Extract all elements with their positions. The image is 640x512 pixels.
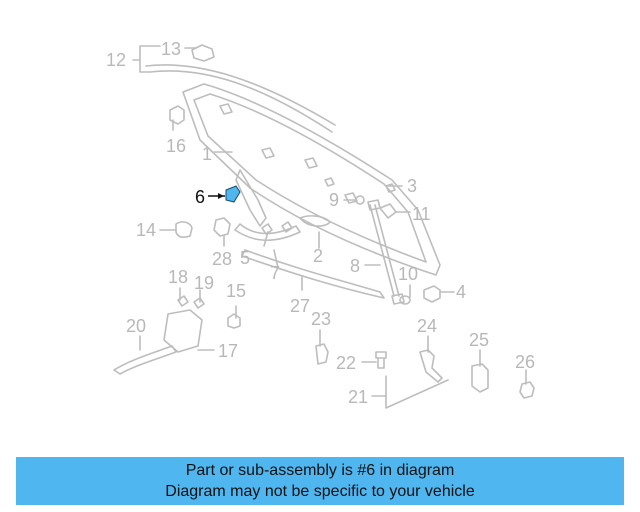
latch-assembly	[113, 295, 205, 375]
hinge-assembly	[234, 169, 301, 242]
callout-labels: 1 2 3 4 5 6 7 8 9 10 11 12 13 14 15 16 1…	[106, 39, 535, 407]
bracket-part	[379, 203, 397, 219]
callout-27: 27	[290, 296, 310, 316]
callout-4: 4	[456, 282, 466, 302]
callout-26: 26	[515, 352, 535, 372]
callout-16: 16	[166, 136, 186, 156]
callout-19: 19	[194, 273, 214, 293]
callout-bracket	[132, 45, 161, 73]
callout-18: 18	[168, 267, 188, 287]
callout-10: 10	[398, 264, 418, 284]
rod-part	[385, 375, 449, 409]
part-6-highlight	[208, 185, 241, 203]
grommet-part	[227, 313, 241, 329]
callout-24: 24	[417, 316, 437, 336]
lever-part	[419, 349, 443, 383]
callout-21: 21	[348, 387, 368, 407]
callout-25: 25	[469, 330, 489, 350]
pin-part	[375, 351, 387, 369]
nut-part	[399, 295, 411, 305]
callout-13: 13	[161, 39, 181, 59]
callout-2: 2	[313, 246, 323, 266]
callout-17: 17	[218, 341, 238, 361]
bracket-25-part	[471, 363, 489, 393]
bumper-part	[423, 285, 441, 303]
callout-20: 20	[126, 316, 146, 336]
callout-5: 5	[240, 248, 250, 268]
gas-strut	[367, 199, 405, 305]
weatherstrip	[145, 64, 336, 133]
leader-lines	[139, 119, 527, 397]
callout-7: 7	[270, 263, 280, 283]
callout-14: 14	[136, 220, 156, 240]
callout-6: 6	[195, 187, 205, 207]
banner-part-line: Part or sub-assembly is #6 in diagram	[185, 462, 455, 479]
callout-9: 9	[329, 190, 339, 210]
callout-3: 3	[407, 176, 417, 196]
callout-22: 22	[336, 353, 356, 373]
info-banner: Part or sub-assembly is #6 in diagram Di…	[16, 457, 624, 505]
clip-23-part	[315, 343, 329, 365]
banner-disclaimer-line: Diagram may not be specific to your vehi…	[165, 483, 475, 500]
callout-8: 8	[350, 256, 360, 276]
clip-part	[191, 44, 215, 62]
stop-part	[169, 105, 185, 125]
callout-23: 23	[311, 309, 331, 329]
callout-1: 1	[202, 144, 212, 164]
parts-diagram: 1 2 3 4 5 6 7 8 9 10 11 12 13 14 15 16 1…	[106, 39, 535, 409]
cap-part	[519, 381, 535, 399]
callout-15: 15	[226, 281, 246, 301]
callout-28: 28	[212, 249, 232, 269]
trunk-lid	[182, 83, 441, 276]
hinge-bolt-part	[213, 217, 231, 237]
callout-11: 11	[412, 204, 431, 224]
lower-seal	[241, 249, 385, 299]
cushion-part	[175, 221, 193, 238]
callout-12: 12	[106, 50, 126, 70]
bolt-part	[355, 195, 365, 205]
